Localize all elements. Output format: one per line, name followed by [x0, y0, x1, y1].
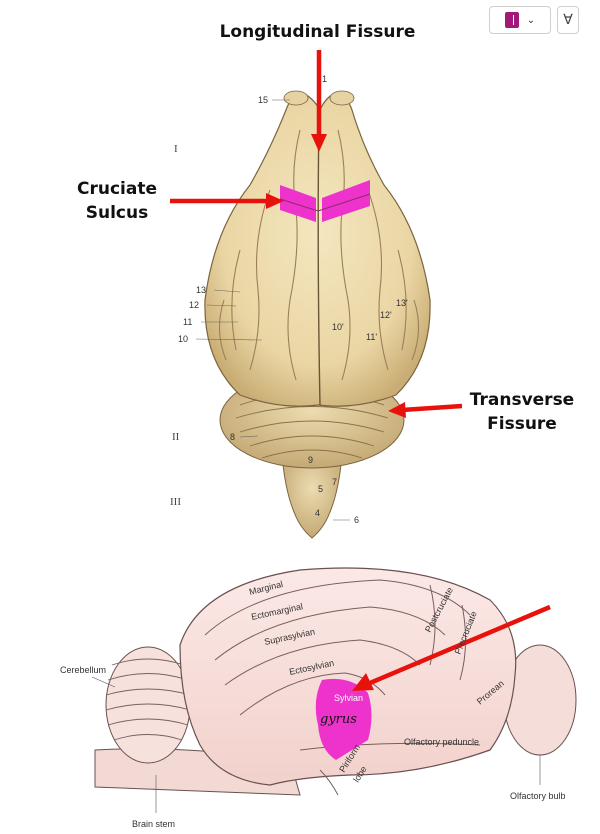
sylvian-arrow	[352, 604, 551, 691]
toolbar: ⌄ ∀	[489, 6, 579, 34]
dorsal-brain-diagram: 15 1 13 12 11 10 10' 11' 12' 13' 8 9 5 7…	[170, 50, 463, 539]
transverse-arrow	[401, 403, 463, 413]
num-6: 6	[354, 515, 359, 525]
num-12-prime: 12'	[380, 310, 392, 320]
lateral-cerebellum-shape	[105, 646, 191, 764]
num-12: 12	[189, 300, 199, 310]
olfactory-tip-left	[283, 90, 309, 106]
cruciate-sulcus-label: Cruciate Sulcus	[72, 177, 162, 225]
cruciate-sulcus-line	[279, 193, 371, 212]
num-9: 9	[308, 455, 313, 465]
sylvian-arrowhead	[352, 673, 374, 691]
roman-II: II	[172, 431, 180, 443]
pen-tool-button[interactable]: ∀	[557, 6, 579, 34]
label-sylvian: Sylvian	[334, 693, 363, 703]
brainstem-shape	[281, 454, 343, 539]
cruciate-highlight	[280, 180, 370, 222]
num-1: 1	[322, 74, 327, 84]
num-8: 8	[230, 432, 235, 442]
num-13: 13	[196, 285, 206, 295]
num-10-prime: 10'	[332, 322, 344, 332]
pen-icon: ∀	[563, 12, 573, 28]
num-13-prime: 13'	[396, 298, 408, 308]
leader-lines	[195, 99, 350, 521]
transverse-label-line2: Fissure	[487, 414, 557, 434]
roman-III: III	[170, 496, 181, 508]
num-7: 7	[332, 477, 337, 487]
num-10: 10	[178, 334, 188, 344]
cruciate-highlight-left	[280, 185, 316, 222]
cruciate-label-line2: Sulcus	[85, 203, 149, 223]
cruciate-arrowhead	[266, 193, 284, 209]
olfactory-tip-right	[329, 90, 355, 106]
lateral-brain-diagram: gyrus Marginal Ectomarginal Suprasylvian…	[60, 567, 577, 829]
lateral-cerebellum-folia	[105, 658, 191, 741]
label-olfactory-bulb: Olfactory bulb	[510, 791, 566, 801]
transverse-label-line1: Transverse	[469, 390, 575, 410]
longitudinal-arrowhead	[311, 134, 327, 152]
chevron-down-icon: ⌄	[526, 14, 536, 26]
top-arrows	[170, 50, 463, 418]
handwritten-gyrus: gyrus	[320, 712, 357, 727]
sylvian-highlight	[315, 678, 372, 760]
cerebellum-leader	[91, 676, 116, 688]
cruciate-highlight-right	[322, 180, 370, 222]
num-15: 15	[258, 95, 268, 105]
label-olfactory-peduncle: Olfactory peduncle	[404, 737, 479, 747]
num-4: 4	[315, 508, 320, 518]
notebook-dropdown-button[interactable]: ⌄	[489, 6, 551, 34]
transverse-fissure-label: Transverse Fissure	[462, 388, 582, 436]
num-11-prime: 11'	[366, 332, 377, 342]
notebook-icon	[504, 12, 519, 28]
transverse-arrowhead	[388, 402, 406, 418]
cruciate-label-line1: Cruciate	[77, 179, 157, 199]
label-cerebellum: Cerebellum	[60, 665, 106, 675]
num-5: 5	[318, 484, 323, 494]
label-brain-stem: Brain stem	[132, 819, 175, 829]
num-11: 11	[183, 317, 192, 327]
sylvian-highlight-shape	[315, 678, 372, 760]
roman-I: I	[174, 143, 178, 155]
sylvian-arrow-line	[369, 604, 551, 686]
longitudinal-fissure-label: Longitudinal Fissure	[219, 22, 416, 42]
lateral-cerebrum-shape	[179, 567, 517, 786]
gyri-lines	[218, 129, 420, 381]
